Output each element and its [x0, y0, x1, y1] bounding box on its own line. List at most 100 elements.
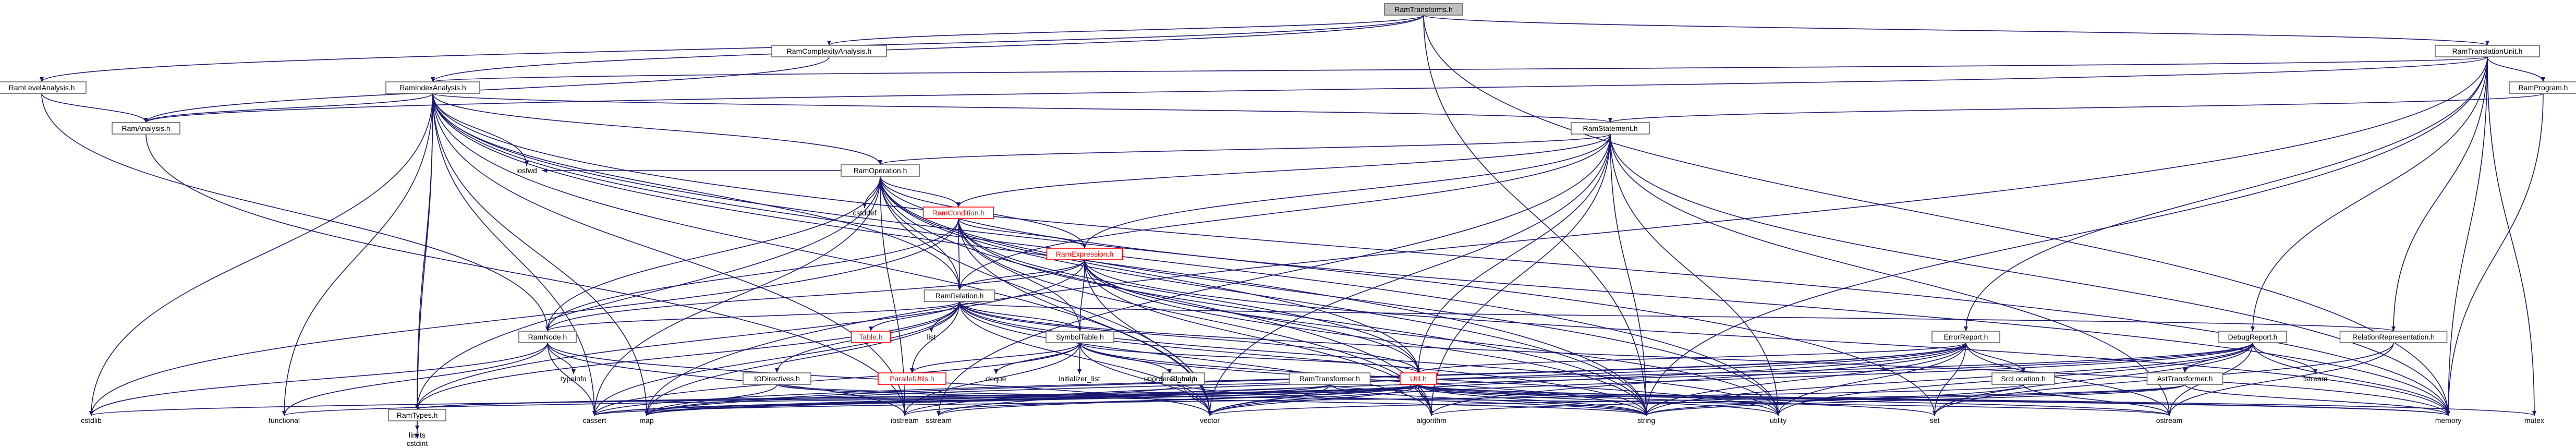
edge-ramnode-to-functional — [282, 342, 548, 416]
node-ramtransformer[interactable]: RamTransformer.h — [1289, 372, 1371, 385]
node-cstddef: cstddef — [853, 209, 876, 217]
node-mutex: mutex — [2524, 416, 2544, 425]
edge-translation-to-indexanalysis — [431, 56, 2488, 82]
node-operation[interactable]: RamOperation.h — [841, 164, 920, 177]
node-label-algorithm: algorithm — [1416, 416, 1447, 425]
edge-root-to-translation — [1423, 15, 2489, 46]
edge-expression-to-util — [1084, 259, 1420, 373]
edge-util-to-string — [1418, 384, 1648, 416]
edge-debugreport-to-fstream — [2252, 342, 2317, 374]
node-ostream: ostream — [2156, 416, 2183, 425]
node-iosfwd: iosfwd — [516, 166, 537, 175]
node-label-cstdint: cstdint — [407, 439, 428, 447]
edge-statement-to-relation — [957, 134, 1611, 290]
node-condition[interactable]: RamCondition.h — [922, 207, 994, 219]
node-label-tableh: Table.h — [859, 333, 882, 341]
edge-srclocation-to-string — [1644, 384, 2024, 416]
edge-translation-to-debugreport — [2251, 56, 2488, 332]
node-label-fstream: fstream — [2303, 374, 2328, 383]
node-label-iosfwd: iosfwd — [516, 166, 537, 175]
node-label-condition: RamCondition.h — [932, 209, 985, 217]
node-asttransformer[interactable]: AstTransformer.h — [2146, 372, 2223, 385]
node-box-statement — [1571, 122, 1650, 135]
node-label-sstream: sstream — [926, 416, 952, 425]
node-label-cassert: cassert — [582, 416, 606, 425]
edge-translation-to-ramanalysis — [144, 56, 2488, 123]
edge-condition-to-expression — [958, 218, 1087, 249]
node-ramnode[interactable]: RamNode.h — [518, 331, 577, 343]
node-label-deque: deque — [986, 374, 1006, 383]
node-program[interactable]: RamProgram.h — [2509, 81, 2576, 94]
edge-errorreport-to-ostream — [1965, 342, 2171, 416]
node-label-level: RamLevelAnalysis.h — [9, 83, 75, 92]
edge-indexanalysis-to-map — [432, 93, 649, 416]
edge-statement-to-string — [1610, 134, 1648, 416]
edge-statement-to-sstream — [937, 134, 1611, 416]
node-level[interactable]: RamLevelAnalysis.h — [0, 81, 87, 94]
edge-relation-to-relrep — [959, 301, 2396, 332]
node-label-vector: vector — [1200, 416, 1220, 425]
node-label-asttransformer: AstTransformer.h — [2157, 374, 2213, 383]
edge-translation-to-program — [2487, 56, 2545, 82]
node-root[interactable]: RamTransforms.h — [1384, 3, 1463, 16]
edge-statement-to-operation — [878, 134, 1611, 165]
node-complexity[interactable]: RamComplexityAnalysis.h — [771, 45, 887, 57]
node-sstream: sstream — [926, 416, 952, 425]
edge-util-to-functional — [282, 384, 1419, 416]
edge-asttransformer-to-memory — [2184, 384, 2450, 416]
node-set: set — [1930, 416, 1940, 425]
edge-root-to-string — [1423, 15, 1648, 416]
edge-translation-to-errorreport — [1964, 56, 2488, 332]
edge-translation-to-relrep — [2391, 56, 2488, 332]
node-initlist: initializer_list — [1059, 374, 1100, 383]
node-tableh[interactable]: Table.h — [850, 331, 891, 343]
node-label-ramnode: RamNode.h — [528, 333, 567, 341]
node-symboltable[interactable]: SymbolTable.h — [1046, 331, 1114, 343]
node-box-global — [1162, 372, 1205, 385]
node-box-level — [0, 81, 87, 94]
node-parallelutils[interactable]: ParallelUtils.h — [878, 372, 946, 385]
edge-operation-to-ramnode — [545, 176, 881, 332]
node-translation[interactable]: RamTranslationUnit.h — [2435, 45, 2540, 57]
edge-srclocation-to-cassert — [592, 384, 2024, 416]
node-statement[interactable]: RamStatement.h — [1571, 122, 1650, 135]
node-iostream: iostream — [891, 416, 919, 425]
edge-srclocation-to-ostream — [2023, 384, 2171, 416]
node-util[interactable]: Util.h — [1400, 372, 1437, 385]
edge-relation-to-ramtypes — [415, 301, 960, 410]
node-functional: functional — [269, 416, 300, 425]
node-label-root: RamTransforms.h — [1394, 5, 1453, 14]
node-box-ramanalysis — [112, 122, 180, 135]
edge-expression-to-ramtypes — [415, 259, 1085, 410]
node-label-complexity: RamComplexityAnalysis.h — [787, 47, 872, 55]
node-debugreport[interactable]: DebugReport.h — [2218, 331, 2287, 343]
node-global[interactable]: Global.h — [1162, 372, 1205, 385]
node-indexanalysis[interactable]: RamIndexAnalysis.h — [385, 81, 480, 94]
edge-indexanalysis-to-vector — [432, 93, 1212, 416]
node-list: list — [927, 333, 935, 341]
edge-indexanalysis-to-functional — [282, 93, 433, 416]
edge-relation-to-map — [645, 301, 960, 416]
node-srclocation[interactable]: SrcLocation.h — [1991, 372, 2055, 385]
edge-statement-to-algorithm — [1429, 134, 1611, 416]
node-box-iodirectives — [743, 372, 811, 385]
node-label-map: map — [639, 416, 653, 425]
edge-operation-to-relation — [880, 176, 962, 290]
edge-complexity-to-ramanalysis — [144, 56, 830, 123]
edge-root-to-indexanalysis — [431, 15, 1424, 82]
node-relrep[interactable]: RelationRepresentation.h — [2339, 331, 2448, 343]
edge-symboltable-to-util — [1079, 342, 1420, 373]
node-errorreport[interactable]: ErrorReport.h — [1931, 331, 2000, 343]
node-ramanalysis[interactable]: RamAnalysis.h — [112, 122, 180, 135]
node-relation[interactable]: RamRelation.h — [924, 289, 995, 302]
node-label-limits: limits — [409, 431, 426, 439]
node-iodirectives[interactable]: IODirectives.h — [743, 372, 811, 385]
node-unordered_map: unordered_map — [1144, 374, 1196, 383]
node-label-cstdlib: cstdlib — [81, 416, 102, 425]
node-expression[interactable]: RamExpression.h — [1046, 248, 1123, 260]
node-ramtypes[interactable]: RamTypes.h — [388, 409, 446, 421]
edge-debugreport-to-string — [1644, 342, 2253, 416]
edge-condition-to-cstdlib — [89, 218, 959, 416]
